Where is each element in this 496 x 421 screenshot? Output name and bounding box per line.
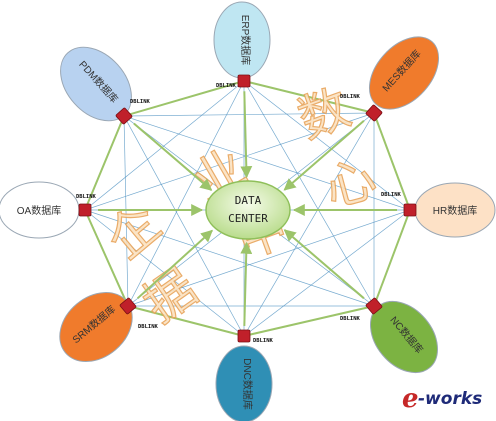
logo-works: -works (418, 389, 482, 409)
data-center-node: DATA CENTER (205, 180, 291, 240)
mesh-line (84, 112, 375, 211)
dblink-label: DBLINK (76, 194, 97, 200)
ring-line (123, 80, 245, 117)
ring-line (373, 209, 411, 307)
center-arrow (283, 120, 365, 191)
node-erp-label: ERP数据库 (239, 15, 252, 66)
dblink-label: DBLINK (216, 83, 237, 89)
dblink-label: DBLINK (340, 94, 361, 100)
dblink-label: DBLINK (130, 99, 151, 105)
ring-line (243, 305, 375, 337)
decor-char: 数 (291, 78, 358, 150)
node-dnc: DNC数据库 DBLINK (215, 329, 274, 421)
node-nc-port (365, 297, 383, 315)
dblink-label: DBLINK (381, 192, 402, 198)
node-oa: OA数据库 DBLINK (0, 181, 97, 239)
mesh-line (127, 80, 245, 307)
center-arrows (98, 91, 398, 326)
mesh-line (243, 80, 411, 211)
ring-line (84, 209, 129, 307)
node-hr-label: HR数据库 (433, 204, 477, 217)
node-mes-shape (368, 36, 440, 110)
dblink-label: DBLINK (340, 316, 361, 322)
node-oa-port (78, 203, 92, 217)
ring-line (243, 80, 375, 114)
node-srm-port (119, 297, 137, 315)
node-hr: HR数据库 DBLINK (381, 182, 496, 238)
dblink-label: DBLINK (138, 324, 159, 330)
decor-char: 心 (319, 149, 382, 218)
center-line1: DATA (235, 194, 262, 207)
logo-e: e (402, 384, 419, 414)
mesh-line (127, 209, 411, 307)
node-oa-label: OA数据库 (17, 204, 61, 217)
mesh-line (243, 112, 375, 337)
eworks-logo: e -works (402, 384, 482, 414)
center-arrow (240, 91, 253, 179)
ring-line (127, 305, 245, 337)
dblink-label: DBLINK (253, 338, 274, 344)
center-line2: CENTER (228, 212, 268, 225)
mesh-line (84, 209, 375, 307)
ring-line (84, 115, 125, 211)
mesh-line (243, 80, 375, 307)
center-arrow (133, 122, 213, 191)
mesh-lines (84, 80, 411, 337)
mesh-line (243, 209, 411, 337)
node-dnc-label: DNC数据库 (241, 358, 254, 410)
node-mes-port (365, 104, 383, 122)
node-dnc-shape (215, 345, 273, 421)
mesh-line (84, 80, 245, 211)
node-dnc-port (237, 329, 251, 343)
ring-line (373, 112, 411, 211)
node-hr-port (403, 203, 417, 217)
mesh-line (123, 115, 411, 211)
center-arrow (283, 229, 365, 300)
mesh-line (123, 115, 245, 337)
center-arrow (240, 241, 253, 326)
node-pdm-port (115, 107, 133, 125)
node-erp: ERP数据库 DBLINK (213, 1, 271, 89)
node-erp-port (237, 74, 251, 88)
mesh-line (123, 112, 375, 117)
center-arrow (136, 229, 213, 300)
